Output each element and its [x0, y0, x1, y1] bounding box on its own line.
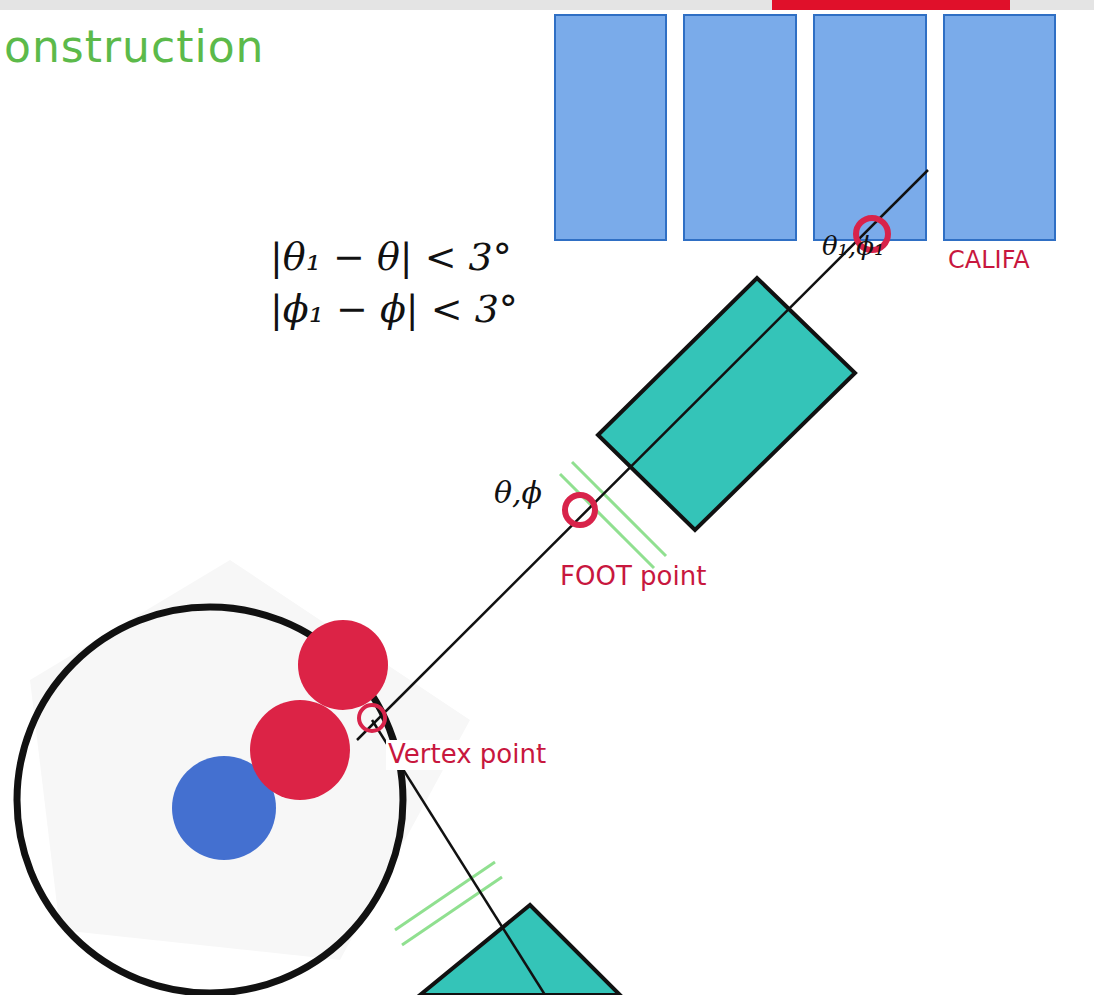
foot-planes: [395, 462, 666, 945]
vertex-marker: [359, 705, 385, 731]
slide-title: onstruction: [4, 22, 264, 73]
condition-text: |ϕ₁ − ϕ| < 3°: [270, 288, 518, 332]
proton: [250, 700, 350, 800]
condition-text: |θ₁ − θ| < 3°: [270, 236, 512, 280]
top-tab: [772, 0, 1010, 10]
califa-crystals: [555, 15, 1055, 240]
angle-label: θ₁,ϕ₁: [822, 232, 885, 262]
point-label: Vertex point: [386, 740, 548, 770]
foot-detector: [420, 905, 620, 995]
top-bar: [0, 0, 1094, 10]
proton: [298, 620, 388, 710]
point-label: FOOT point: [560, 562, 706, 592]
target-circle: [17, 607, 403, 993]
foot-detector: [598, 278, 855, 530]
foot-point-marker: [565, 495, 595, 525]
detector-name: CALIFA: [948, 247, 1030, 275]
angle-label: θ,ϕ: [494, 476, 542, 511]
